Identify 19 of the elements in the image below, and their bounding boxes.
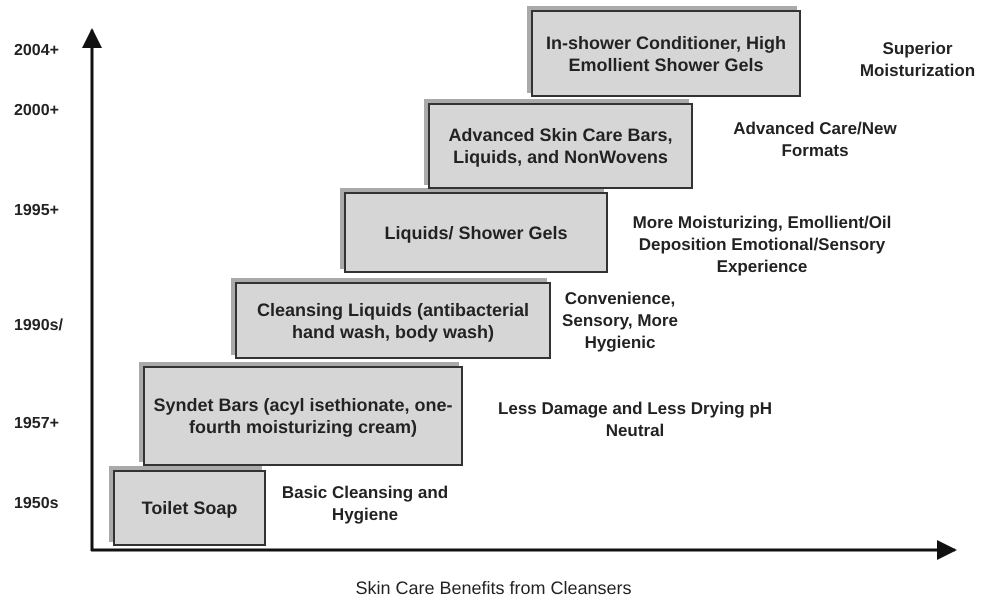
year-label: 1950s — [14, 495, 60, 513]
year-label: 2000+ — [14, 102, 60, 120]
benefit-text: Basic Cleansing and Hygiene — [280, 482, 450, 526]
benefit-text: Less Damage and Less Drying pH Neutral — [497, 398, 773, 442]
stage-label: Cleansing Liquids (antibacterial hand wash, body wash) — [256, 298, 530, 342]
year-label: 2004+ — [14, 42, 60, 60]
stage-label: Toilet Soap — [142, 497, 238, 519]
year-label: 1957+ — [14, 415, 60, 433]
stage-label: Syndet Bars (acyl isethionate, one-fourth moisturizing cream) — [152, 394, 454, 438]
year-label: 1990s/ — [14, 317, 64, 335]
axis-title: Skin Care Benefits from Cleansers — [354, 578, 633, 599]
stage-label: Advanced Skin Care Bars, Liquids, and NonWovens — [447, 124, 674, 168]
year-label: 1995+ — [14, 202, 60, 220]
benefit-text: Superior Moisturization — [858, 38, 976, 82]
benefit-text: More Moisturizing, Emollient/Oil Deposition Emotional/Sensory Experience — [632, 212, 892, 278]
benefit-text: Advanced Care/New Formats — [732, 118, 898, 162]
stage-label: In-shower Conditioner, High Emollient Shower Gels — [545, 32, 787, 76]
stage-label: Liquids/ Shower Gels — [384, 222, 568, 244]
benefit-text: Convenience, Sensory, More Hygienic — [561, 288, 679, 354]
